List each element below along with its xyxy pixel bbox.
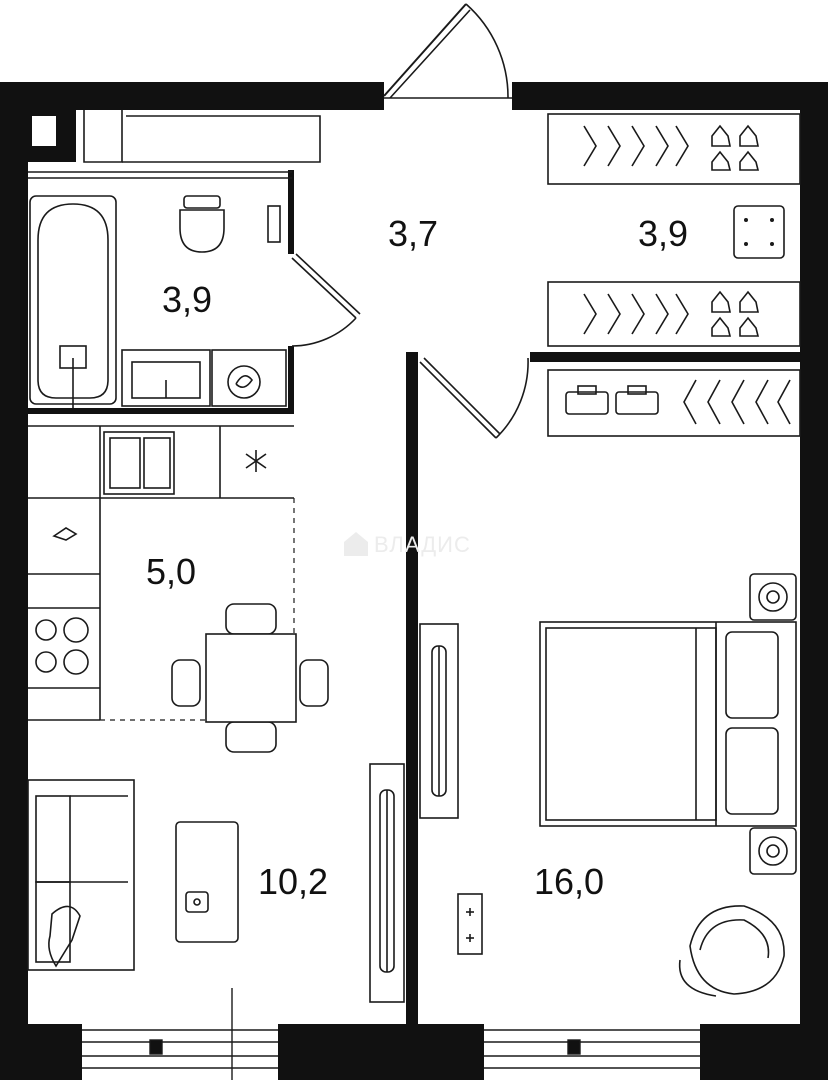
left-wall <box>0 82 28 1080</box>
window-left <box>82 1029 278 1069</box>
hangers-middle-icon <box>583 293 689 335</box>
exterior-walls <box>0 82 828 1080</box>
wardrobe-partition <box>530 352 800 362</box>
area-living-room: 10,2 <box>258 861 328 902</box>
armchair-icon <box>678 905 785 997</box>
bags-icon <box>565 385 659 415</box>
socket-panel-icon <box>457 893 483 955</box>
bottom-wall-left <box>0 1024 82 1080</box>
bedroom-door <box>419 357 529 439</box>
right-wall <box>800 82 828 1080</box>
living-room <box>27 763 405 1003</box>
dining-table-icon <box>171 603 329 753</box>
window-right <box>484 1029 700 1069</box>
bottom-wall-mid <box>278 1024 484 1080</box>
bathroom-door <box>291 253 361 347</box>
bottom-wall-right <box>700 1024 828 1080</box>
bathroom-right-wall-top <box>288 170 294 254</box>
kitchen <box>28 425 329 753</box>
tv-unit-icon <box>369 763 405 1003</box>
sink-icon <box>121 349 211 407</box>
watermark-text: ВЛАДИС <box>374 532 471 557</box>
area-wardrobe: 3,9 <box>638 213 688 254</box>
bedroom-partition <box>406 352 418 1024</box>
fan-icon <box>245 450 267 472</box>
storage-niche <box>28 110 321 179</box>
bathroom-right-wall <box>288 346 294 414</box>
nightstand-bottom-icon <box>749 827 797 875</box>
area-bathroom: 3,9 <box>162 279 212 320</box>
area-kitchen: 5,0 <box>146 551 196 592</box>
shoes-top-icon <box>711 124 760 171</box>
house-icon <box>344 532 368 556</box>
hangers-bottom-icon <box>683 379 791 425</box>
area-entry-hall: 3,7 <box>388 213 438 254</box>
top-wall-left <box>0 82 384 110</box>
shelf-top <box>547 113 801 185</box>
stove-icon <box>35 617 89 675</box>
shaft-box <box>32 116 56 146</box>
electrical-panel-icon <box>733 205 785 259</box>
bathtub-basin <box>37 203 109 399</box>
watermark: ВЛАДИС <box>344 532 471 557</box>
bathroom <box>29 195 361 408</box>
wardrobe-bedroom-icon <box>419 623 459 819</box>
kitchen-sink-icon <box>103 431 175 495</box>
range-hood-icon <box>52 527 78 541</box>
wardrobe <box>419 113 801 439</box>
washing-machine-icon <box>211 349 287 407</box>
coffee-table-icon <box>175 821 239 943</box>
bathroom-bottom-wall <box>28 408 294 414</box>
bed-icon <box>539 621 797 827</box>
sofa-icon <box>27 779 135 971</box>
shelf-middle <box>547 281 801 347</box>
bedroom <box>419 573 797 997</box>
shelf-bottom <box>547 369 801 437</box>
towel-rail <box>267 205 281 243</box>
shoes-middle-icon <box>711 290 760 337</box>
windows <box>82 988 700 1080</box>
partitions <box>28 170 800 1024</box>
hangers-top-icon <box>583 125 689 167</box>
top-wall-right <box>512 82 828 110</box>
toilet-icon <box>179 195 225 253</box>
nightstand-top-icon <box>749 573 797 621</box>
entrance-door <box>383 3 512 99</box>
area-bedroom: 16,0 <box>534 861 604 902</box>
